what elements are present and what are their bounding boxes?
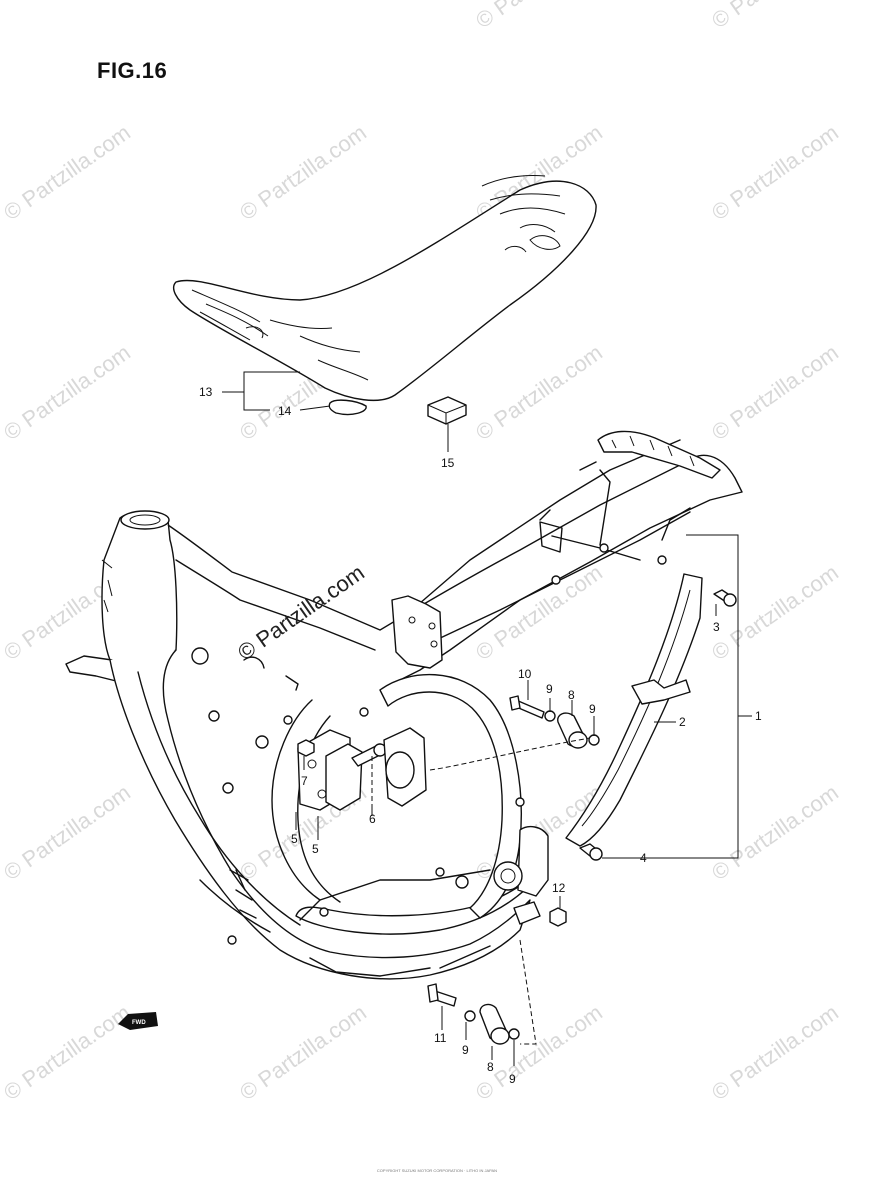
callout-7: 7 xyxy=(301,774,308,788)
figure-title: FIG.16 xyxy=(97,58,168,83)
callout-6: 6 xyxy=(369,812,376,826)
callout-12: 12 xyxy=(552,881,566,895)
callout-3: 3 xyxy=(713,620,720,634)
callout-10: 10 xyxy=(518,667,532,681)
copyright-fine-print: COPYRIGHT SUZUKI MOTOR CORPORATION · LIT… xyxy=(376,1168,498,1173)
side-rail-drawing xyxy=(565,573,703,847)
nut-12-drawing xyxy=(549,907,567,927)
bolt-3-drawing xyxy=(713,589,737,607)
callout-8-upper: 8 xyxy=(568,688,575,702)
frame-drawing xyxy=(65,430,743,980)
seat-drawing xyxy=(172,175,597,416)
callout-4: 4 xyxy=(640,851,647,865)
callout-9-lower-right: 9 xyxy=(509,1072,516,1086)
callout-9-upper-right: 9 xyxy=(589,702,596,716)
lower-mount-hardware-drawing xyxy=(427,983,520,1045)
nut-7-drawing xyxy=(297,739,315,757)
bolt-4-drawing xyxy=(579,843,603,861)
fwd-label: FWD xyxy=(132,1020,146,1026)
callout-2: 2 xyxy=(679,715,686,729)
callout-1: 1 xyxy=(755,709,762,723)
callout-5-left: 5 xyxy=(291,832,298,846)
callout-9-upper-left: 9 xyxy=(546,682,553,696)
callout-8-lower: 8 xyxy=(487,1060,494,1074)
callout-14: 14 xyxy=(278,404,292,418)
callout-9-lower-left: 9 xyxy=(462,1043,469,1057)
upper-mount-hardware-drawing xyxy=(509,695,600,749)
fwd-arrow-icon: FWD xyxy=(118,1012,158,1030)
callout-5-right: 5 xyxy=(312,842,319,856)
seat-cushion-drawing xyxy=(427,396,467,425)
callout-15: 15 xyxy=(441,456,455,470)
leader-lines xyxy=(222,371,752,1066)
callout-13: 13 xyxy=(199,385,213,399)
callout-11: 11 xyxy=(434,1031,447,1045)
